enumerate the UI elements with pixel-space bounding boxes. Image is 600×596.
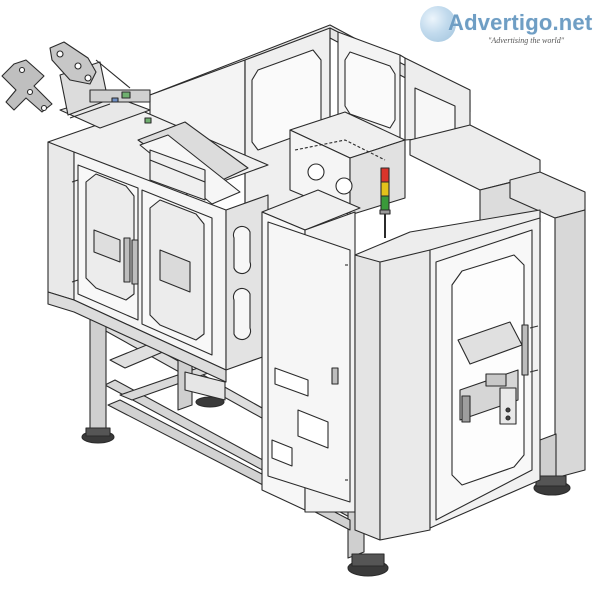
watermark-tagline: "Advertising the world": [488, 36, 565, 45]
watermark-title: Advertigo.net: [448, 10, 593, 35]
interior-conveyor: [137, 121, 249, 205]
cabinet-vent: [297, 409, 329, 449]
cabinet-lock: [331, 367, 339, 385]
control-box-port-right: [335, 177, 353, 195]
stack-light-green: [380, 195, 390, 211]
cabinet-label-plate: [274, 367, 309, 397]
advertigo-watermark: Advertigo.net "Advertising the world": [418, 4, 596, 50]
gripper-plate-lower: [1, 59, 53, 113]
control-box-port-left: [307, 163, 325, 181]
stack-light-yellow: [380, 181, 390, 197]
globe-icon: [420, 6, 456, 42]
control-box: [289, 111, 406, 216]
right-front-cabinet: [354, 209, 541, 541]
door-handle-right: [131, 239, 139, 285]
robot-gripper-assembly: [1, 41, 152, 129]
back-window-right: [344, 51, 396, 129]
leveling-foot: [81, 396, 571, 577]
right-door-window: [451, 254, 525, 486]
right-door-handle: [521, 324, 529, 376]
stack-light: [379, 167, 391, 238]
door-handle-left: [123, 237, 131, 283]
stack-light-red: [380, 167, 390, 183]
electrical-cabinet: [261, 189, 361, 513]
